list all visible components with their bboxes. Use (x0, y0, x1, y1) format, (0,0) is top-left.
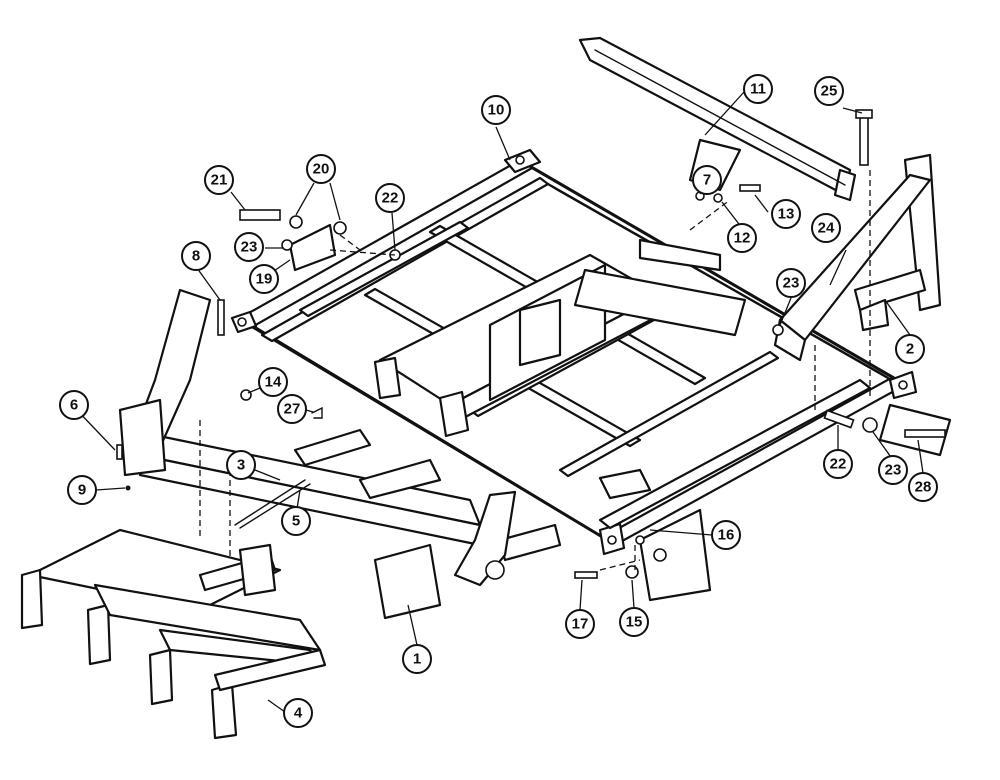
callout-13: 13 (771, 199, 801, 229)
callout-label: 1 (413, 651, 421, 668)
callout-label: 24 (818, 220, 835, 237)
front-toolbar (118, 288, 562, 620)
callout-19: 19 (249, 264, 279, 294)
callout-label: 14 (265, 374, 282, 391)
callout-15: 15 (619, 607, 649, 637)
callout-22-right: 22 (823, 449, 853, 479)
callout-6: 6 (59, 390, 89, 420)
callout-20: 20 (306, 154, 336, 184)
callout-label: 11 (750, 81, 766, 98)
callout-label: 12 (734, 230, 751, 247)
callout-label: 23 (783, 275, 800, 292)
callout-label: 15 (626, 614, 643, 631)
callout-12: 12 (727, 223, 757, 253)
callout-10: 10 (481, 95, 511, 125)
callout-label: 17 (572, 616, 589, 633)
callout-label: 20 (313, 161, 330, 178)
callout-label: 19 (256, 271, 273, 288)
callout-2: 2 (895, 334, 925, 364)
callout-5: 5 (281, 506, 311, 536)
callout-label: 6 (70, 397, 78, 414)
callout-4: 4 (283, 698, 313, 728)
callout-21: 21 (204, 165, 234, 195)
wing-bracket (773, 153, 942, 362)
walking-beam-assembly (20, 528, 327, 740)
callout-label: 16 (718, 527, 735, 544)
callout-3: 3 (226, 450, 256, 480)
callout-label: 5 (292, 513, 300, 530)
callout-1: 1 (402, 644, 432, 674)
callout-28: 28 (908, 472, 938, 502)
callout-label: 27 (284, 401, 301, 418)
callout-11: 11 (743, 74, 773, 104)
callout-23-right: 23 (878, 455, 908, 485)
callout-label: 13 (778, 206, 795, 223)
callout-label: 28 (915, 479, 932, 496)
callout-label: 23 (885, 462, 902, 479)
callout-9: 9 (67, 475, 97, 505)
callout-label: 23 (241, 239, 258, 256)
callout-23-middle: 23 (776, 268, 806, 298)
callout-label: 25 (821, 83, 838, 100)
callout-label: 9 (78, 482, 86, 499)
callout-label: 3 (237, 457, 245, 474)
callout-label: 7 (703, 172, 711, 189)
callout-24: 24 (811, 213, 841, 243)
callout-label: 22 (382, 190, 399, 207)
callout-label: 2 (906, 341, 914, 358)
callout-8: 8 (181, 241, 211, 271)
callout-label: 8 (192, 248, 200, 265)
callout-label: 10 (488, 102, 505, 119)
hitch-assembly (578, 36, 857, 202)
callout-label: 21 (211, 172, 228, 189)
callout-22-left: 22 (375, 183, 405, 213)
callout-25: 25 (814, 76, 844, 106)
hardware (116, 109, 952, 579)
main-frame (230, 148, 918, 602)
callout-16: 16 (711, 520, 741, 550)
callout-14: 14 (258, 367, 288, 397)
callout-label: 4 (294, 705, 303, 722)
callout-17: 17 (565, 609, 595, 639)
callout-7: 7 (692, 165, 722, 195)
callout-27: 27 (277, 394, 307, 424)
assembly-lines (199, 170, 871, 571)
callout-23-left: 23 (234, 232, 264, 262)
callout-label: 22 (830, 456, 847, 473)
